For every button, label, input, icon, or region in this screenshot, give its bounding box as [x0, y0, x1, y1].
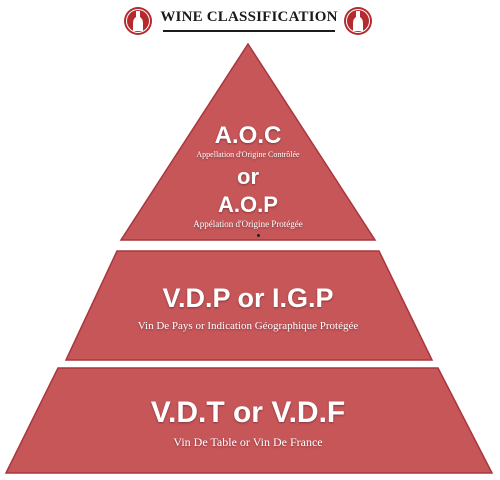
- tier-middle-title: V.D.P or I.G.P: [162, 283, 334, 313]
- tier-top-aop-subtitle: Appélation d'Origine Protégée: [193, 219, 303, 229]
- tier-bottom-subtitle: Vin De Table or Vin De France: [173, 435, 323, 449]
- stray-dot: [257, 234, 260, 237]
- tier-bottom-title: V.D.T or V.D.F: [150, 396, 346, 429]
- tier-top-aoc-subtitle: Appellation d'Origine Contrôlée: [196, 150, 300, 159]
- tier-middle-subtitle: Vin De Pays or Indication Géographique P…: [137, 320, 359, 332]
- tier-top-or: or: [237, 164, 259, 189]
- wine-bottle-badge-icon: [344, 7, 372, 35]
- header: WINE CLASSIFICATION: [0, 0, 500, 40]
- wine-bottle-badge-icon: [124, 7, 152, 35]
- tier-middle-shape: [64, 250, 434, 361]
- title-underline: [163, 30, 335, 32]
- tier-bottom-shape: [4, 367, 494, 474]
- tier-top-aoc: A.O.C: [214, 122, 282, 149]
- page-title: WINE CLASSIFICATION: [160, 9, 338, 25]
- tier-top-shape: [119, 42, 377, 241]
- tier-top-aop: A.O.P: [218, 192, 278, 217]
